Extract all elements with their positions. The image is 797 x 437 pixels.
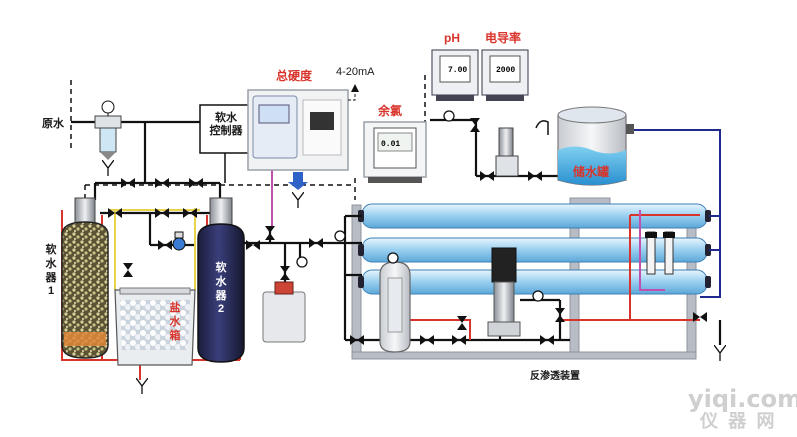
pipes-blue [626,129,721,298]
cartridge-filter [379,261,411,353]
label-softener-1: 软水器1 [45,244,57,298]
conductivity-meter [481,49,529,101]
brine-tank [114,287,196,366]
chlorine-display: 0.01 [381,140,400,149]
label-softener-controller: 软水 控制器 [209,112,243,137]
label-conductivity: 电导率 [485,31,522,45]
flow-meter-icon [172,231,186,251]
hardness-analyzer [247,84,359,190]
ro-membranes [358,203,711,295]
watermark-chinese: 仪 器 网 [700,411,777,432]
ph-meter [431,49,479,101]
valve-icon [480,171,494,181]
valve-icon [155,178,169,188]
valve-icon [457,316,467,330]
softener-controller-box [199,104,251,183]
valve-icon [265,226,275,240]
gauge-icon [532,290,544,302]
conductivity-display: 2000 [496,66,515,75]
valve-icon [121,178,135,188]
valve-icon [280,266,290,280]
valve-icon [540,335,554,345]
label-residual-chlorine: 余氯 [378,104,403,118]
drain-icon [714,345,726,361]
drain-icon [102,160,114,176]
chlorine-meter [363,121,427,183]
softener-2-tank [197,197,245,363]
storage-tank [535,106,634,186]
valve-icon [309,238,323,248]
pipes-yellow [110,208,200,290]
valve-icon [470,118,480,132]
raw-water-filter [94,100,122,160]
label-brine-tank: 盐水箱 [169,302,181,342]
dosing-tank [262,281,306,343]
gauge-icon [443,110,455,122]
valve-icon [123,263,133,277]
ro-flow-meters [645,231,675,275]
label-signal: 4-20mA [336,66,375,78]
gauge-icon [334,230,346,242]
valve-icon [189,178,203,188]
valve-icon [246,240,260,250]
label-storage-tank: 储水罐 [573,165,610,179]
drain-icon [292,192,304,208]
valve-icon [528,171,542,181]
gauges [296,110,544,302]
label-total-hardness: 总硬度 [276,69,313,83]
high-pressure-pump [487,247,521,337]
booster-pump-small [495,127,519,177]
valve-icon [420,335,434,345]
label-raw-water: 原水 [42,118,64,130]
gauge-icon [387,252,399,264]
label-ro-unit: 反渗透装置 [530,371,580,382]
valve-icon [452,335,466,345]
watermark-latin: yiqi.com [688,385,797,413]
ph-display: 7.00 [448,66,467,75]
softener-1-tank [61,197,109,359]
drain-icon [136,378,148,394]
valve-icon [158,240,172,250]
label-ph: pH [444,31,460,45]
gauge-icon [296,256,308,268]
label-softener-2: 软水器2 [215,262,227,316]
